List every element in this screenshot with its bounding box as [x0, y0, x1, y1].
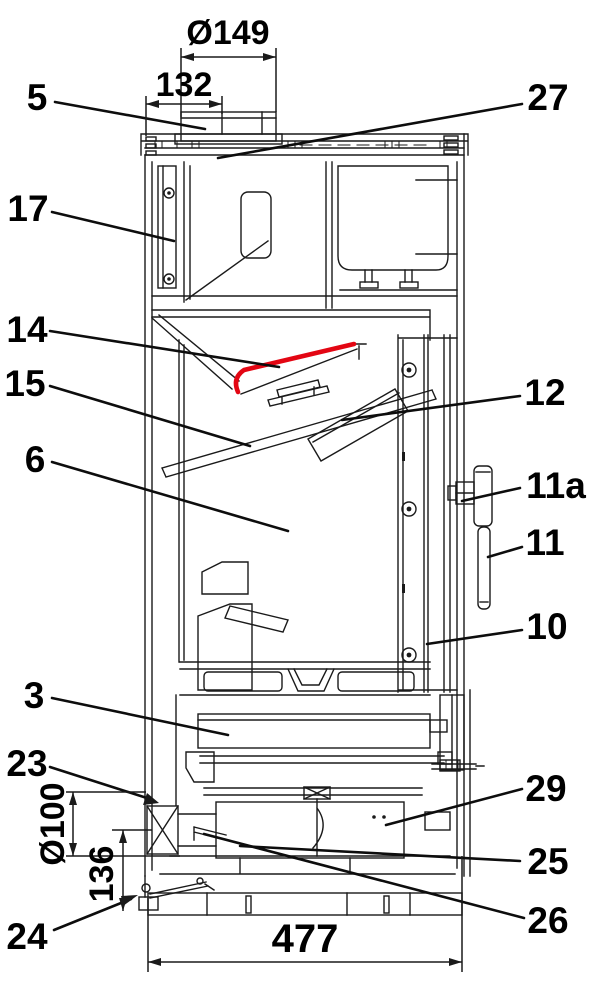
highlighted-baffle-plate — [233, 341, 357, 395]
callout-label-11a: 11a — [526, 465, 586, 506]
callout-label-25: 25 — [527, 841, 568, 882]
callout-label-23: 23 — [6, 743, 47, 784]
dim-line-air-inlet-height — [112, 829, 152, 911]
dim-line-flue-diameter — [180, 48, 277, 117]
leader-line-10 — [425, 628, 524, 646]
callout-label-6: 6 — [25, 439, 46, 480]
door-handle — [447, 465, 493, 610]
door-assembly — [397, 334, 458, 693]
smoke-deflector — [307, 388, 409, 462]
leader-line-11 — [486, 545, 524, 559]
heat-exchanger-deck — [151, 295, 458, 390]
leader-line-27 — [216, 102, 524, 160]
flue-collar — [174, 111, 283, 145]
handle-rod — [477, 526, 491, 610]
callout-label-14: 14 — [6, 309, 48, 350]
door-glass — [397, 334, 458, 693]
dimension-air-inlet-height: 136 — [83, 846, 121, 903]
callout-label-27: 27 — [527, 77, 568, 118]
leader-line-23 — [48, 765, 152, 801]
dimension-annotations: Ø149 132 Ø100 136 477 — [34, 14, 463, 972]
lower-air-mechanism — [159, 759, 485, 875]
dimension-air-inlet-diameter: Ø100 — [34, 782, 72, 865]
callout-label-10: 10 — [526, 606, 567, 647]
callout-label-12: 12 — [524, 372, 565, 413]
leader-line-5 — [53, 100, 207, 131]
callout-label-15: 15 — [4, 363, 45, 404]
leader-line-29 — [384, 787, 524, 827]
leader-line-17 — [50, 210, 176, 243]
leader-line-14 — [48, 329, 281, 369]
firebox-left-internals — [178, 339, 289, 691]
leader-line-24 — [52, 897, 133, 932]
dimension-base-width: 477 — [272, 917, 339, 961]
leader-line-12 — [340, 394, 522, 422]
grate-floor — [179, 661, 431, 696]
callout-label-11: 11 — [525, 522, 564, 563]
dim-line-base-width — [147, 856, 463, 972]
callout-label-24: 24 — [6, 916, 48, 957]
leader-line-26 — [202, 832, 526, 920]
leader-line-11a — [460, 486, 522, 503]
top-plate — [140, 133, 469, 156]
convection-chamber — [157, 161, 458, 309]
bottom-air-flap — [141, 877, 215, 899]
stove-body-linework — [138, 111, 493, 916]
callout-label-17: 17 — [7, 188, 48, 229]
leader-line-3 — [50, 696, 230, 737]
callout-label-3: 3 — [24, 675, 45, 716]
ash-drawer — [185, 713, 453, 783]
leader-line-25 — [238, 844, 522, 863]
right-lower-panel — [439, 694, 465, 771]
leader-line-15 — [48, 384, 252, 448]
callout-label-29: 29 — [525, 768, 566, 809]
callout-label-5: 5 — [27, 77, 48, 118]
left-side-panel — [157, 165, 177, 289]
leader-line-6 — [50, 460, 290, 533]
deflector-plate — [240, 343, 367, 407]
right-inner-panel — [337, 165, 449, 271]
callout-label-26: 26 — [527, 900, 568, 941]
air-box — [215, 801, 405, 859]
callout-labels: 5 27 17 14 15 12 6 11a 11 10 3 23 29 25 … — [4, 77, 586, 957]
baffle-plate — [161, 389, 437, 478]
leader-arrow-23 — [143, 793, 159, 805]
outer-casing — [144, 133, 471, 877]
dimension-flue-inner-width: 132 — [156, 66, 213, 104]
dimension-flue-diameter: Ø149 — [186, 14, 269, 52]
base-plinth — [138, 875, 463, 916]
leader-lines — [48, 100, 526, 932]
